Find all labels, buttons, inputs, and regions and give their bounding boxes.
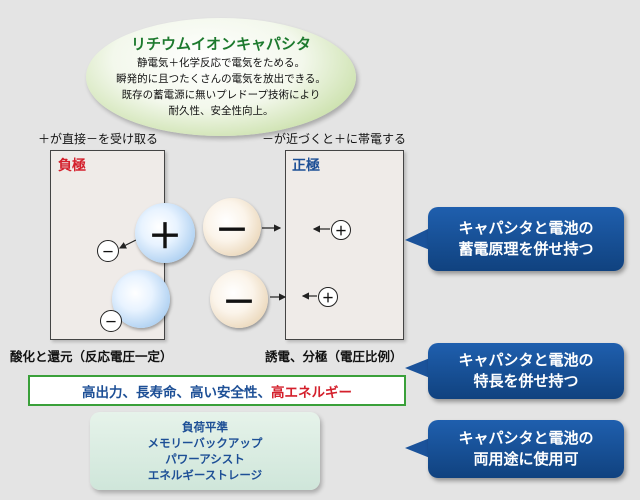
plus-ion-ball: ＋ bbox=[135, 203, 195, 263]
positive-electrode-label: 正極 bbox=[292, 158, 320, 174]
callout-line: 蓄電原理を併せ持つ bbox=[458, 240, 594, 258]
callout-principle: キャパシタと電池の 蓄電原理を併せ持つ bbox=[428, 207, 624, 271]
use-item: 負荷平準 bbox=[182, 420, 228, 434]
description-line: 既存の蓄電源に無いプレドープ技術により bbox=[121, 89, 321, 101]
description-line: 静電気＋化学反応で電気をためる。 bbox=[137, 57, 305, 69]
use-item: パワーアシスト bbox=[165, 452, 245, 466]
use-item: メモリーバックアップ bbox=[147, 436, 263, 450]
features-red-text: 高エネルギー bbox=[271, 384, 352, 401]
positive-caption: －が近づくと＋に帯電する bbox=[262, 132, 407, 146]
features-box: 高出力、長寿命、高い安全性、高エネルギー bbox=[28, 375, 406, 406]
callout-features: キャパシタと電池の 特長を併せ持つ bbox=[428, 343, 624, 399]
diagram-title: リチウムイオンキャパシタ bbox=[130, 35, 311, 53]
callout-pointer-2 bbox=[405, 358, 430, 378]
callout-line: キャパシタと電池の bbox=[458, 219, 594, 237]
negative-electrode-label: 負極 bbox=[58, 158, 86, 174]
callout-line: キャパシタと電池の bbox=[458, 429, 594, 447]
use-item: エネルギーストレージ bbox=[147, 468, 263, 482]
description-line: 瞬発的に且つたくさんの電気を放出できる。 bbox=[116, 73, 326, 85]
positive-bottom-caption: 誘電、分極（電圧比例） bbox=[265, 349, 403, 364]
negative-caption: ＋が直接－を受け取る bbox=[38, 132, 159, 146]
negative-bottom-caption: 酸化と還元（反応電圧一定） bbox=[10, 349, 173, 364]
callout-line: 特長を併せ持つ bbox=[473, 372, 579, 390]
minus-ion-ball-lower: － bbox=[210, 270, 268, 328]
electron-minus-upper: － bbox=[97, 240, 119, 262]
callout-pointer-1 bbox=[405, 228, 430, 250]
electron-minus-lower: － bbox=[100, 310, 122, 332]
callout-pointer-3 bbox=[405, 438, 430, 458]
callout-line: 両用途に使用可 bbox=[473, 450, 579, 468]
charge-plus-lower: ＋ bbox=[318, 287, 338, 307]
callout-uses: キャパシタと電池の 両用途に使用可 bbox=[428, 420, 624, 478]
description-line: 耐久性、安全性向上。 bbox=[168, 105, 274, 117]
uses-box: 負荷平準 メモリーバックアップ パワーアシスト エネルギーストレージ bbox=[90, 412, 320, 490]
title-ellipse bbox=[86, 18, 356, 136]
positive-electrode bbox=[285, 150, 404, 340]
features-blue-text: 高出力、長寿命、高い安全性、 bbox=[82, 384, 271, 401]
callout-line: キャパシタと電池の bbox=[458, 351, 594, 369]
charge-plus-upper: ＋ bbox=[331, 220, 351, 240]
minus-ion-ball-upper: － bbox=[203, 198, 261, 256]
description: 静電気＋化学反応で電気をためる。 瞬発的に且つたくさんの電気を放出できる。 既存… bbox=[86, 55, 356, 119]
